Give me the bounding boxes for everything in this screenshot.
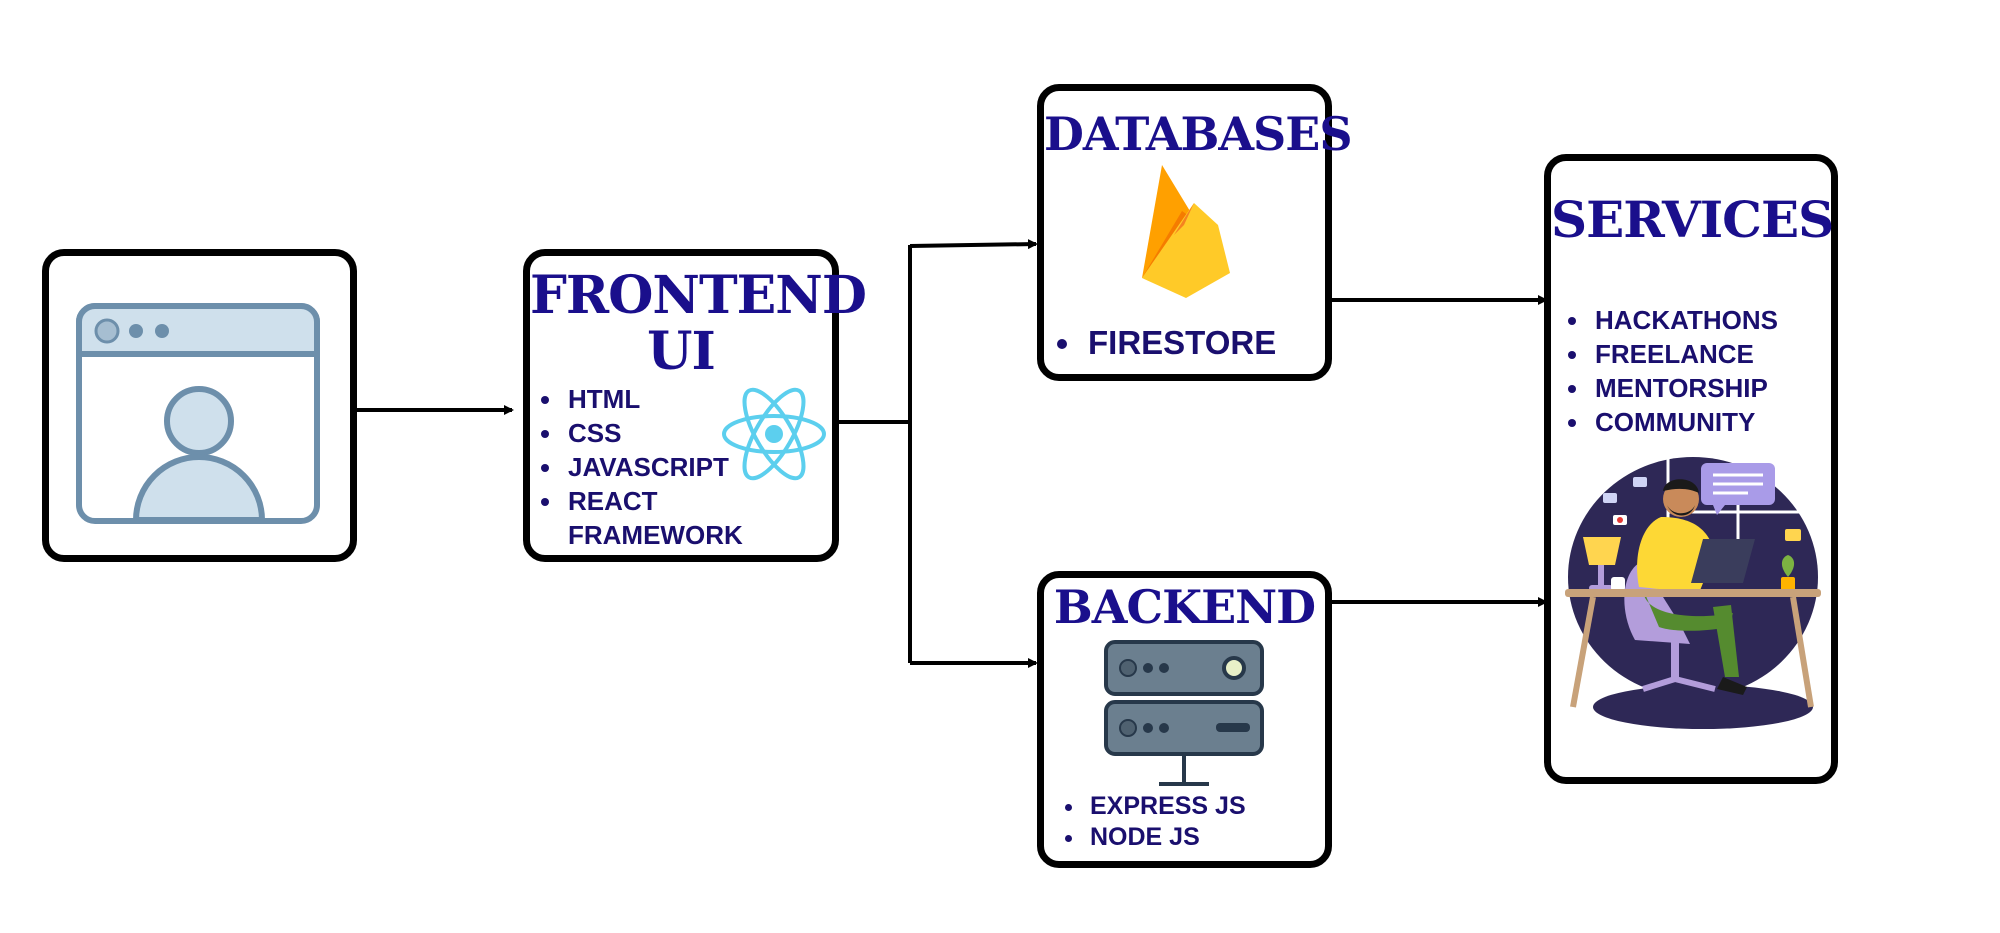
list-item: JAVASCRIPT — [564, 450, 794, 484]
backend-title: BACKEND — [1053, 580, 1316, 634]
list-item: FREELANCE — [1591, 337, 1851, 371]
list-item: MENTORSHIP — [1591, 371, 1851, 405]
frontend-node: FRONTEND UI HTML CSS JAVASCRIPT REACT FR… — [523, 249, 867, 562]
databases-node: DATABASES FIRESTORE — [1037, 84, 1353, 381]
services-title: SERVICES — [1551, 190, 1834, 249]
services-node: SERVICES HACKATHONS FREELANCE MENTORSHIP… — [1544, 154, 1838, 784]
list-item: REACT FRAMEWORK — [564, 484, 794, 552]
server-icon — [1104, 640, 1264, 786]
backend-list: EXPRESS JS NODE JS — [1060, 791, 1346, 853]
list-item: FIRESTORE — [1084, 323, 1344, 363]
frontend-title-line1: FRONTEND — [530, 265, 867, 326]
frontend-tech-list: HTML CSS JAVASCRIPT REACT FRAMEWORK — [538, 382, 794, 552]
list-item: EXPRESS JS — [1086, 791, 1346, 822]
frontend-title-line2: UI — [647, 321, 716, 382]
browser-user-icon — [76, 303, 320, 524]
databases-title: DATABASES — [1044, 107, 1353, 161]
list-item: NODE JS — [1086, 822, 1346, 853]
user-node — [42, 249, 357, 562]
list-item: COMMUNITY — [1591, 405, 1851, 439]
list-item: CSS — [564, 416, 794, 450]
list-item: HTML — [564, 382, 794, 416]
firebase-icon — [1142, 165, 1230, 298]
arrow-to-databases — [909, 239, 1038, 250]
backend-node: BACKEND EXPRESS JS NODE JS — [1037, 571, 1332, 868]
list-item: HACKATHONS — [1591, 303, 1851, 337]
react-icon — [722, 387, 826, 481]
databases-list: FIRESTORE — [1058, 323, 1344, 363]
services-list: HACKATHONS FREELANCE MENTORSHIP COMMUNIT… — [1565, 303, 1851, 439]
person-working-at-laptop-illustration — [1565, 457, 1821, 729]
